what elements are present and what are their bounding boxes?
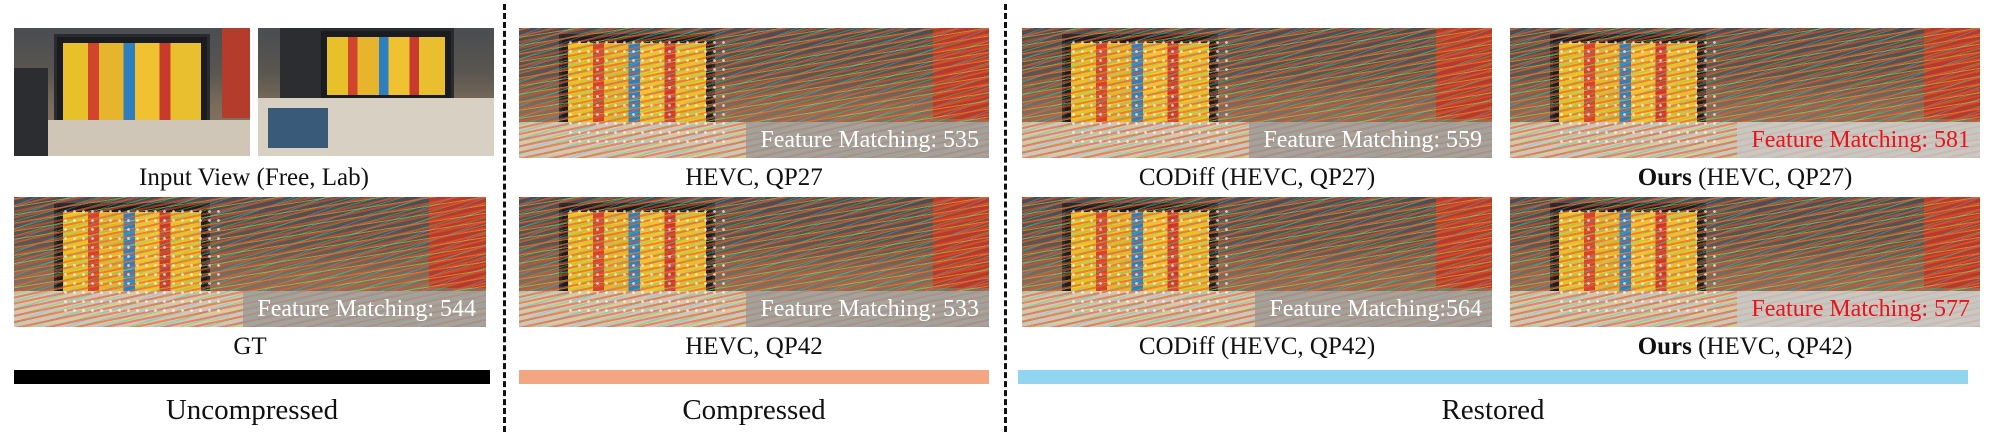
restored-bar xyxy=(1018,370,1968,384)
ours-qp42-matching-image: Feature Matching: 577 xyxy=(1510,197,1980,327)
hevc-qp42-matching-image: Feature Matching: 533 xyxy=(519,197,989,327)
ours-qp27-feature-matching-badge: Feature Matching: 581 xyxy=(1737,122,1980,158)
ours-qp42-caption: Ours (HEVC, QP42) xyxy=(1510,332,1980,362)
input-view-caption: Input View (Free, Lab) xyxy=(139,164,369,191)
hevc-qp42-caption: HEVC, QP42 xyxy=(685,333,823,360)
gt-caption: GT xyxy=(233,333,267,360)
codiff-qp42-matching-image: Feature Matching:564 xyxy=(1022,197,1492,327)
codiff-qp42-feature-matching-badge: Feature Matching:564 xyxy=(1255,291,1492,327)
uncompressed-label: Uncompressed xyxy=(165,394,339,426)
ours-qp42-caption-setting: (HEVC, QP42) xyxy=(1691,333,1853,360)
codiff-qp42-caption: CODiff (HEVC, QP42) xyxy=(1138,333,1376,360)
gt-matching-image: Feature Matching: 544 xyxy=(14,197,486,327)
ours-qp27-caption: Ours (HEVC, QP27) xyxy=(1510,163,1980,193)
hevc-qp27-caption: HEVC, QP27 xyxy=(685,164,823,191)
hevc-qp27-feature-matching-badge: Feature Matching: 535 xyxy=(746,122,989,158)
gt-feature-matching-badge: Feature Matching: 544 xyxy=(243,291,486,327)
restored-label: Restored xyxy=(1441,394,1545,426)
hevc-qp27-matching-image: Feature Matching: 535 xyxy=(519,28,989,158)
input-view-left-image xyxy=(14,28,250,156)
codiff-qp27-feature-matching-badge: Feature Matching: 559 xyxy=(1249,122,1492,158)
compressed-bar xyxy=(519,370,989,384)
ours-qp27-caption-method: Ours xyxy=(1637,164,1692,191)
hevc-qp42-feature-matching-badge: Feature Matching: 533 xyxy=(746,291,989,327)
codiff-qp27-caption: CODiff (HEVC, QP27) xyxy=(1138,164,1376,191)
ours-qp27-matching-image: Feature Matching: 581 xyxy=(1510,28,1980,158)
divider-left xyxy=(503,4,506,432)
ours-qp42-caption-method: Ours xyxy=(1637,333,1692,360)
ours-qp42-feature-matching-badge: Feature Matching: 577 xyxy=(1737,291,1980,327)
compressed-label: Compressed xyxy=(682,394,826,426)
uncompressed-bar xyxy=(14,370,490,384)
divider-right xyxy=(1004,4,1007,432)
codiff-qp27-matching-image: Feature Matching: 559 xyxy=(1022,28,1492,158)
ours-qp27-caption-setting: (HEVC, QP27) xyxy=(1691,164,1853,191)
input-view-right-image xyxy=(258,28,494,156)
